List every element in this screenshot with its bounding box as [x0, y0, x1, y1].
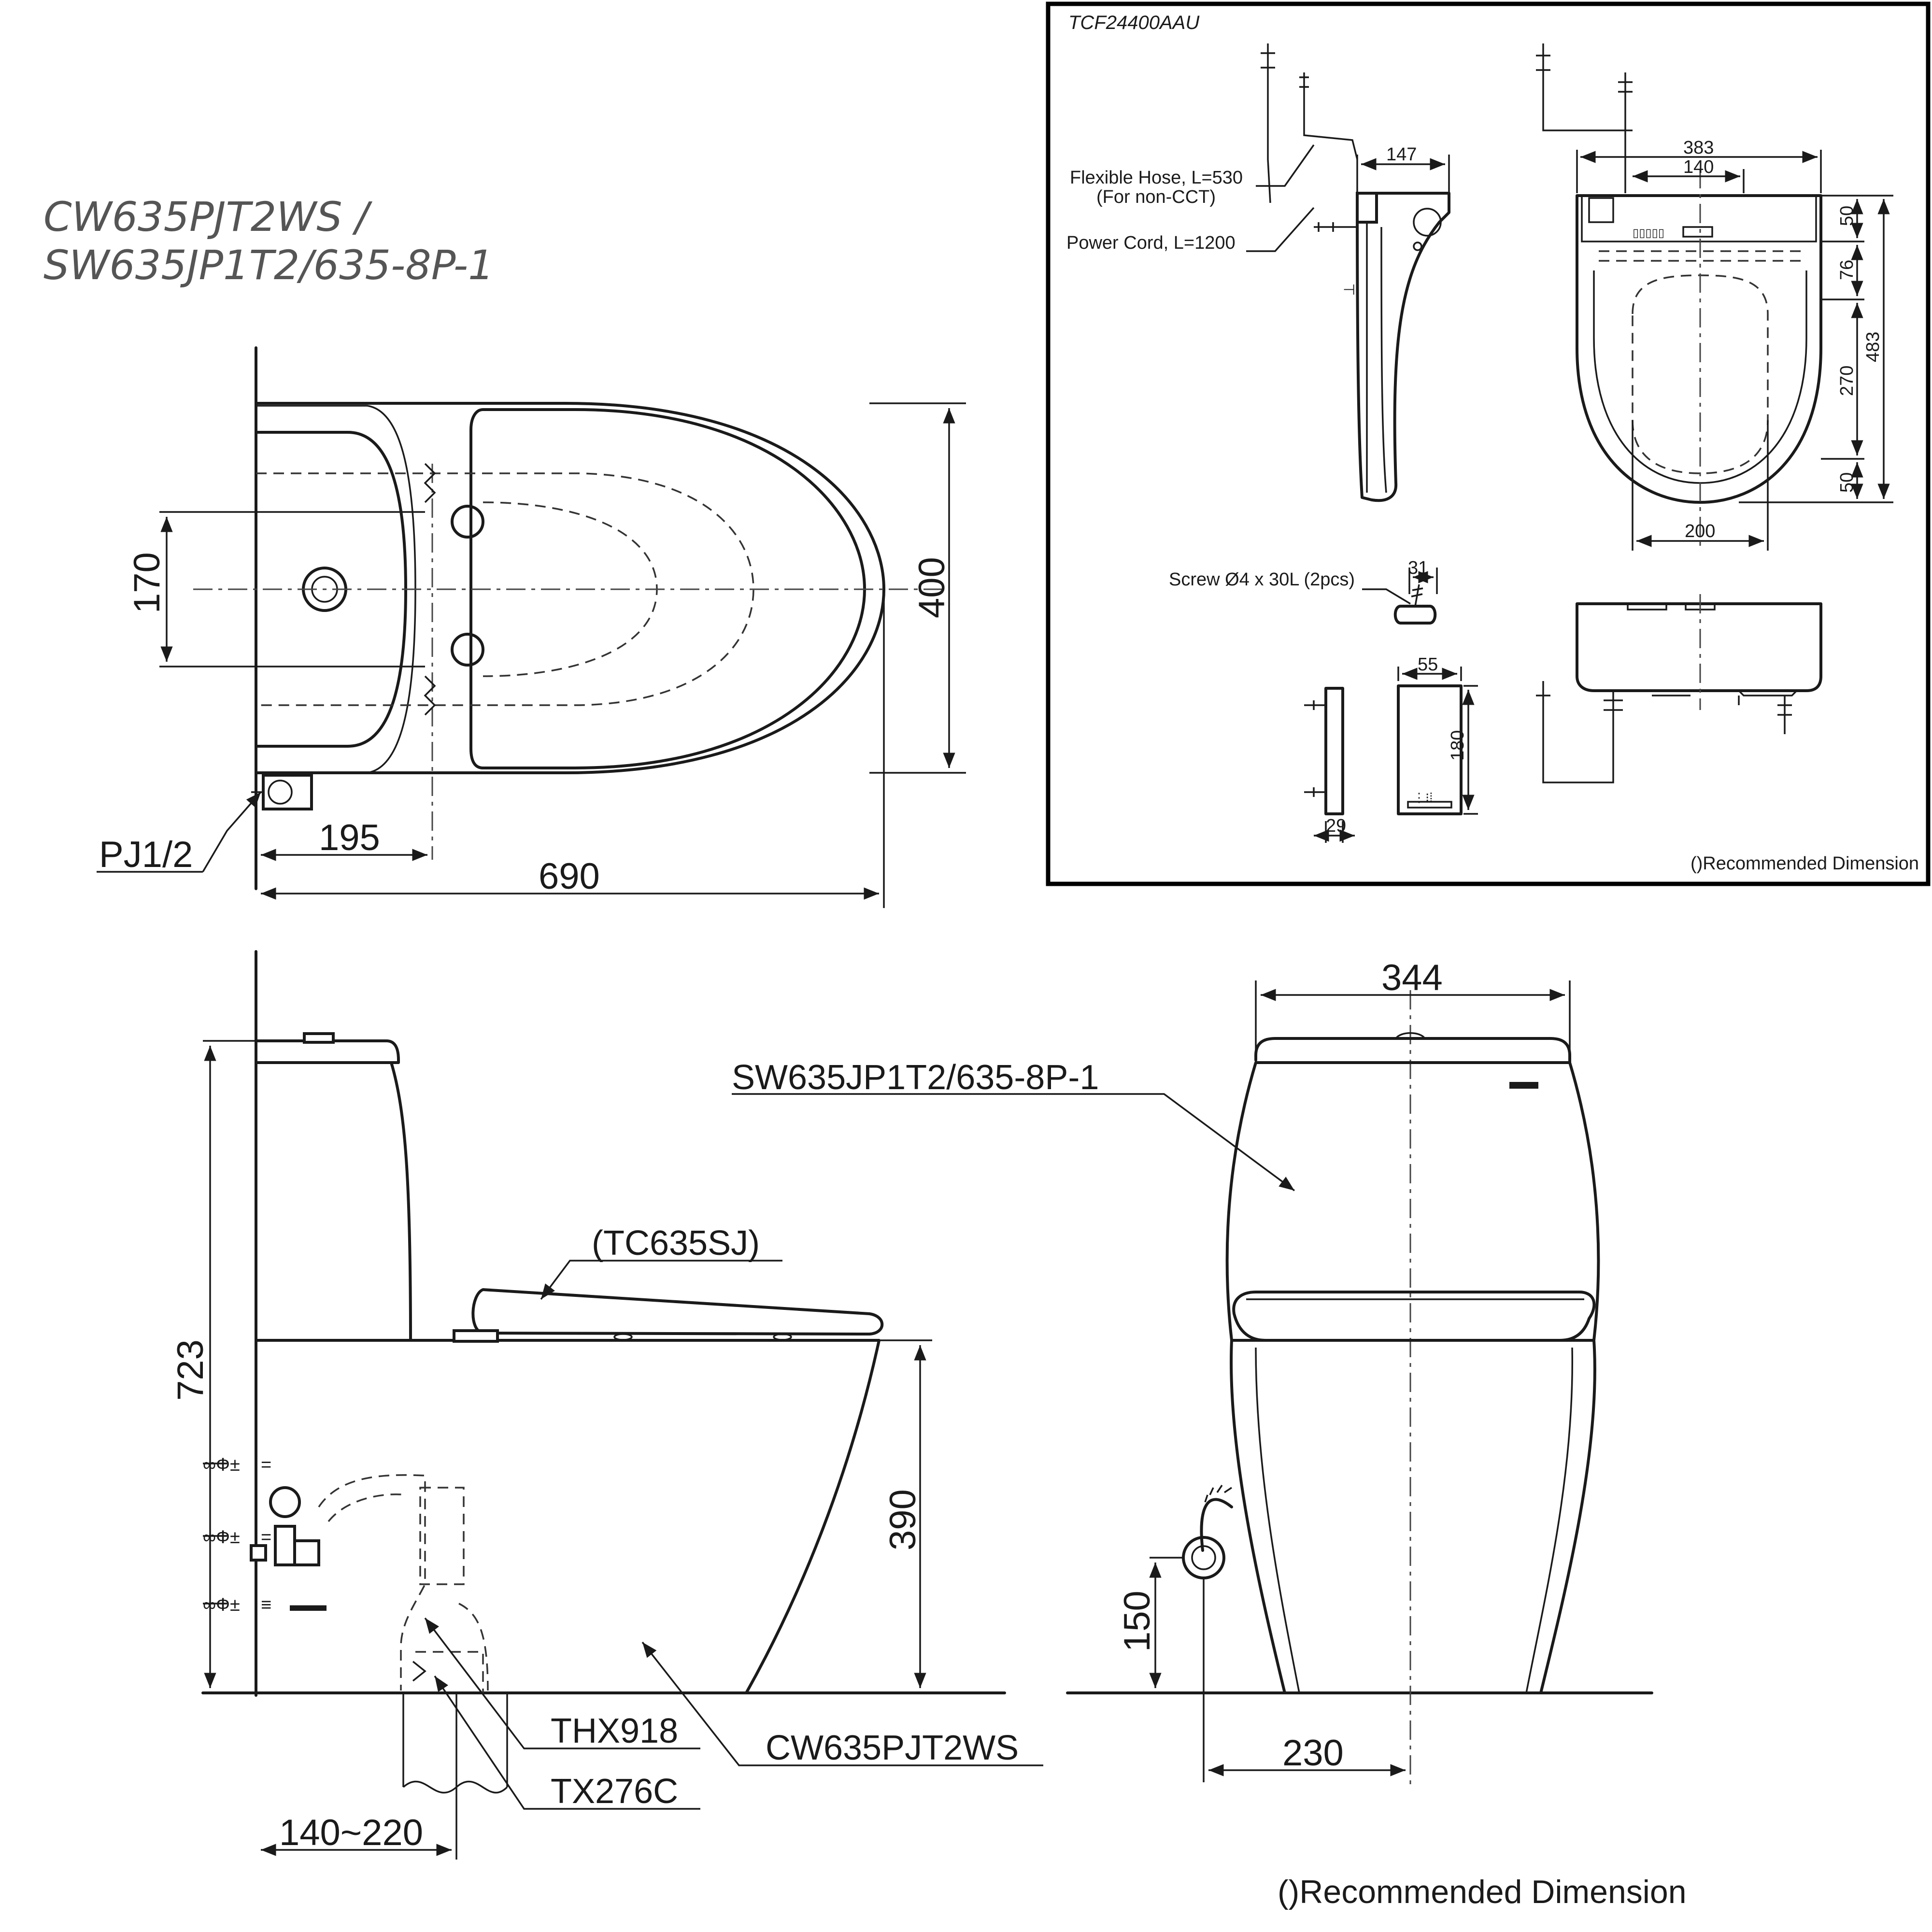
- inset-hose-label-2: (For non-CCT): [1096, 187, 1216, 207]
- front-flush-lever: [1509, 1082, 1538, 1089]
- dim-344-label: 344: [1381, 957, 1443, 998]
- dim-170-label: 170: [127, 552, 168, 613]
- inset-dim-50b: 50: [1837, 472, 1857, 493]
- bowl-rim-hidden: [256, 472, 754, 706]
- top-view: 170 400 195 690 PJ1/2: [97, 346, 966, 908]
- inset-hose-label-1: Flexible Hose, L=530: [1070, 168, 1243, 188]
- model-title: CW635PJT2WS / SW635JP1T2/635-8P-1: [43, 193, 494, 289]
- bowl-model-label: CW635PJT2WS: [766, 1729, 1019, 1767]
- dim-723-label: 723: [170, 1339, 211, 1401]
- seat-model-label: (TC635SJ): [592, 1224, 760, 1263]
- front-bowl: [1230, 1339, 1596, 1694]
- dim-400-label: 400: [911, 557, 952, 618]
- inset-border: [1046, 1, 1931, 886]
- tank-model-label: SW635JP1T2/635-8P-1: [732, 1058, 1099, 1097]
- fitting-bottom-hidden: [424, 675, 436, 716]
- side-flush-knob: [303, 1032, 335, 1044]
- tx-label: TX276C: [551, 1772, 678, 1811]
- svg-text:=: =: [261, 1527, 271, 1548]
- side-tank-lid: [255, 1039, 400, 1064]
- inset-dim-55: 55: [1418, 654, 1438, 675]
- inset-dim-31: 31: [1408, 558, 1428, 578]
- dim-390-label: 390: [882, 1489, 923, 1550]
- model-title-line-2: SW635JP1T2/635-8P-1: [43, 242, 494, 289]
- hinge-left-icon: [451, 505, 484, 539]
- side-seat-hinge: [453, 1329, 499, 1343]
- inset-top-view: ▯▯▯▯▯ 383 140 50 76 270: [1536, 43, 1893, 551]
- svg-text:▬▬: ▬▬: [290, 1595, 327, 1615]
- front-seat: [1232, 1291, 1596, 1342]
- trap-chamber-hidden: [419, 1487, 465, 1585]
- front-supply-hose: [1182, 1485, 1233, 1579]
- inset-title: TCF24400AAU: [1068, 12, 1200, 33]
- pj-label: PJ1/2: [99, 834, 193, 875]
- svg-text:=: =: [261, 1455, 271, 1475]
- svg-text:▯▯▯▯▯: ▯▯▯▯▯: [1633, 227, 1664, 240]
- inset-dim-383: 383: [1683, 138, 1714, 158]
- svg-text:∞Ф±: ∞Ф±: [203, 1455, 240, 1475]
- dim-230-label: 230: [1282, 1733, 1344, 1774]
- front-view: SW635JP1T2/635-8P-1 344 150 230: [732, 957, 1653, 1787]
- inset-dim-200: 200: [1685, 521, 1715, 541]
- inset-dim-29: 29: [1326, 816, 1346, 836]
- inset-screw: 31 Screw Ø4 x 30L (2pcs): [1169, 558, 1438, 625]
- inset-dim-483: 483: [1863, 332, 1883, 362]
- side-tank-body: [255, 1061, 412, 1342]
- inset-dim-50a: 50: [1837, 206, 1857, 226]
- inset-dim-180: 180: [1448, 730, 1468, 761]
- side-bowl: [255, 1339, 881, 1694]
- svg-text:≡: ≡: [261, 1595, 271, 1615]
- inset-panel: TCF24400AAU ⊣ 147 Flexible Hose, L=530 (…: [1046, 1, 1931, 886]
- side-supply-fittings: ∞Ф± ∞Ф± ∞Ф± = = ≡ ▬▬: [203, 1455, 327, 1615]
- footer-note: ()Recommended Dimension: [1278, 1874, 1687, 1910]
- side-view: ∞Ф± ∞Ф± ∞Ф± = = ≡ ▬▬ 723 390 140~220 (TC…: [170, 950, 1043, 1860]
- svg-text:∞Ф±: ∞Ф±: [203, 1595, 240, 1615]
- inset-note: ()Recommended Dimension: [1690, 853, 1919, 874]
- inset-remote: 29 ⋮⁝⁞ 55 180: [1304, 654, 1478, 843]
- top-outline: [255, 402, 885, 774]
- inset-screw-label: Screw Ø4 x 30L (2pcs): [1169, 569, 1355, 590]
- drain-pipe: [402, 1693, 508, 1787]
- inset-cord-label: Power Cord, L=1200: [1066, 233, 1236, 253]
- dim-150-label: 150: [1117, 1591, 1158, 1652]
- dim-690-label: 690: [539, 856, 600, 897]
- front-tank-lid: [1254, 1037, 1571, 1064]
- inset-dim-147: 147: [1386, 144, 1417, 165]
- dim-rough-label: 140~220: [279, 1812, 423, 1853]
- dim-195-label: 195: [319, 817, 380, 858]
- inset-front-view: [1536, 594, 1822, 783]
- hinge-right-icon: [451, 633, 484, 667]
- trapway-hidden: [318, 1474, 426, 1690]
- svg-text:∞Ф±: ∞Ф±: [203, 1527, 240, 1548]
- inset-side-view: ⊣ 147 Flexible Hose, L=530 (For non-CCT)…: [1066, 43, 1450, 502]
- fitting-top-hidden: [424, 463, 436, 503]
- inset-dim-270: 270: [1837, 366, 1857, 396]
- thx-label: THX918: [551, 1712, 678, 1750]
- inset-dim-76: 76: [1837, 260, 1857, 280]
- side-seat: [471, 1288, 884, 1335]
- inset-dim-140: 140: [1683, 157, 1714, 177]
- svg-text:⊣: ⊣: [1343, 282, 1355, 298]
- seat-cover-outline: [469, 408, 866, 769]
- model-title-line-1: CW635PJT2WS /: [43, 193, 372, 241]
